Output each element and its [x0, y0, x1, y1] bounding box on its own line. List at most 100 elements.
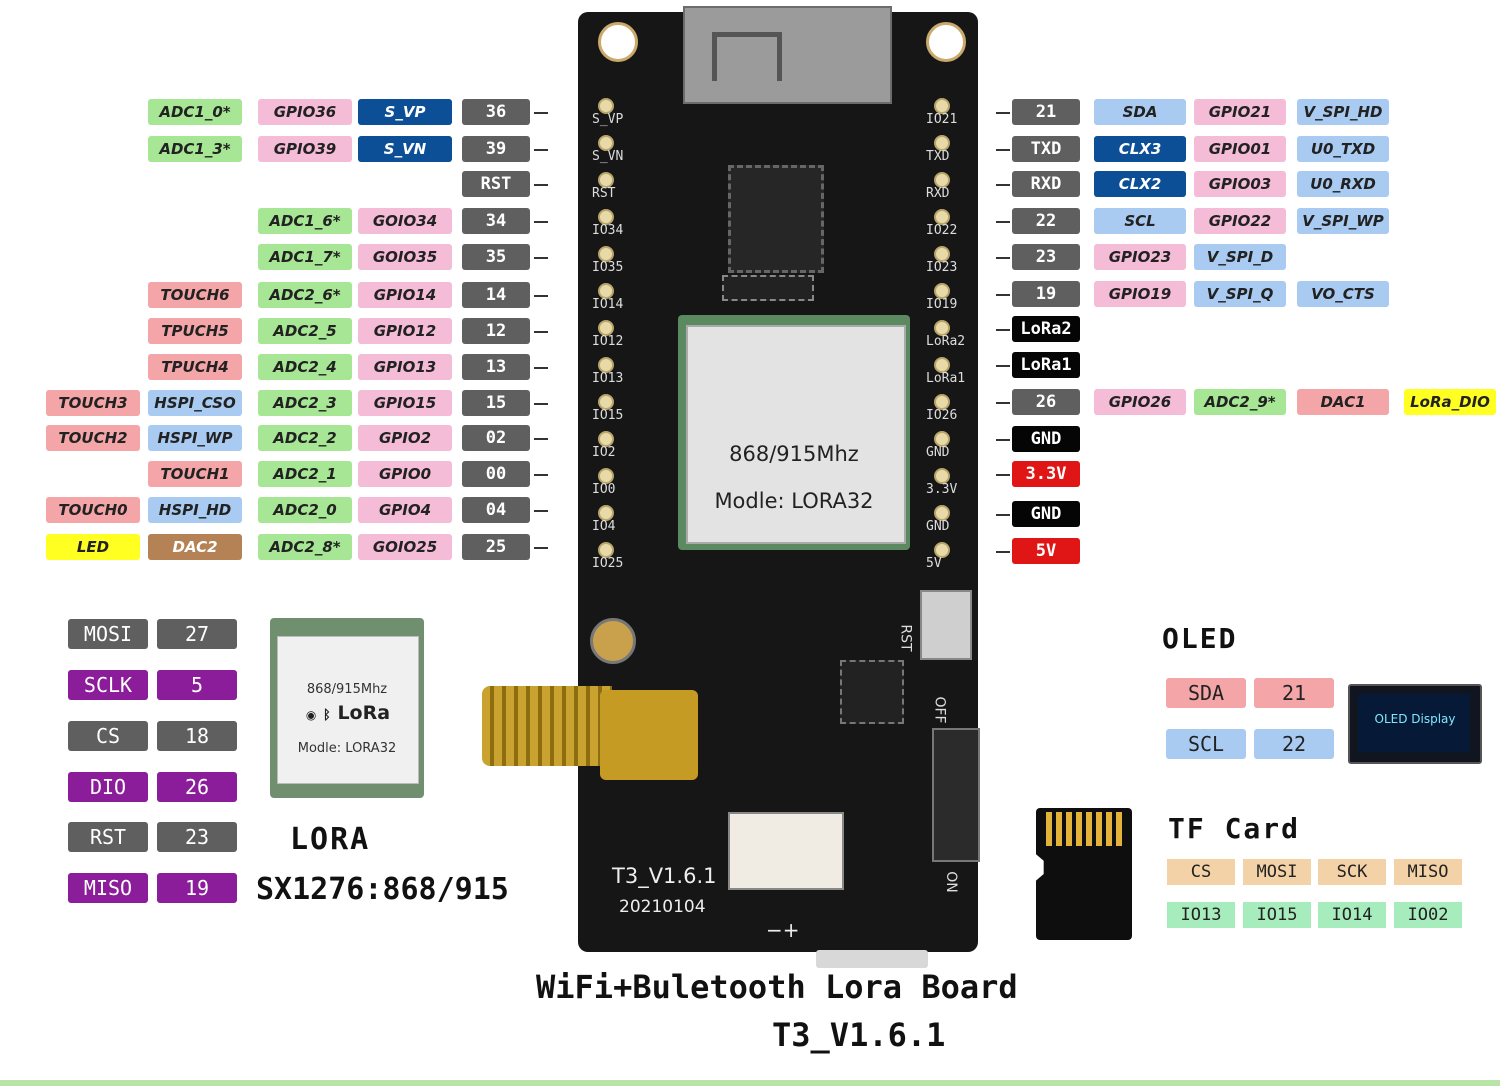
pin-function-adc1-3: ADC1_3*	[148, 136, 242, 162]
bluetooth-icon: ᛒ	[323, 708, 331, 723]
header-pad	[934, 394, 950, 410]
pin-function-goio34: GOIO34	[358, 208, 452, 234]
header-pad	[934, 209, 950, 225]
header-pad	[934, 357, 950, 373]
pin-function-clx2: CLX2	[1094, 171, 1186, 197]
left-pin-34: 34	[462, 208, 530, 234]
right-pin-26: 26	[1012, 389, 1080, 415]
pin-function-led: LED	[46, 534, 140, 560]
board-pin-label: S_VN	[592, 149, 624, 164]
pin-lead	[534, 547, 548, 549]
pin-function-adc2-9: ADC2_9*	[1194, 389, 1286, 415]
tf-gpio-io14: IO14	[1318, 902, 1386, 928]
pin-lead	[996, 149, 1010, 151]
pin-function-gpio36: GPIO36	[258, 99, 352, 125]
pin-function-adc2-6: ADC2_6*	[258, 282, 352, 308]
pin-lead	[534, 295, 548, 297]
pin-lead	[534, 474, 548, 476]
sma-antenna-connector	[482, 686, 612, 766]
pin-function-scl: SCL	[1094, 208, 1186, 234]
board-rst-label: RST	[897, 624, 914, 652]
header-pad	[934, 431, 950, 447]
pin-function-touch1: TOUCH1	[148, 461, 242, 487]
right-pin-lora2: LoRa2	[1012, 316, 1080, 342]
lora-gpio-cs: 18	[157, 721, 237, 751]
pin-function-u0-txd: U0_TXD	[1297, 136, 1389, 162]
board-pin-label: IO35	[592, 260, 624, 275]
pin-lead	[996, 365, 1010, 367]
board-pin-label: IO12	[592, 334, 624, 349]
tf-gpio-io02: IO02	[1394, 902, 1462, 928]
flash-chip	[722, 275, 814, 301]
left-pin-12: 12	[462, 318, 530, 344]
pin-function-hspi-hd: HSPI_HD	[148, 497, 242, 523]
wifi-icon: ◉	[305, 708, 317, 722]
pin-lead	[534, 438, 548, 440]
board-pin-label: IO13	[592, 371, 624, 386]
pin-lead	[534, 149, 548, 151]
pin-lead	[996, 551, 1010, 553]
pin-function-gpio15: GPIO15	[358, 390, 452, 416]
lora-signal-sclk: SCLK	[68, 670, 148, 700]
pin-function-touch3: TOUCH3	[46, 390, 140, 416]
pin-lead	[534, 221, 548, 223]
pin-function-gpio13: GPIO13	[358, 354, 452, 380]
left-pin-04: 04	[462, 497, 530, 523]
board-pin-label: IO22	[926, 223, 958, 238]
tf-signal-mosi: MOSI	[1243, 859, 1311, 885]
lora-chip-shield	[277, 636, 419, 784]
pin-function-sda: SDA	[1094, 99, 1186, 125]
mounting-hole-top-left	[598, 22, 638, 62]
lora-module-shield	[686, 325, 906, 544]
oled-title: OLED	[1162, 622, 1238, 655]
module-model-text: Modle: LORA32	[714, 489, 874, 513]
lora-gpio-mosi: 27	[157, 619, 237, 649]
board-pin-label: LoRa2	[926, 334, 966, 349]
right-pin-gnd: GND	[1012, 501, 1080, 527]
header-pad	[934, 542, 950, 558]
header-pad	[598, 98, 614, 114]
right-pin-21: 21	[1012, 99, 1080, 125]
pin-function-tpuch5: TPUCH5	[148, 318, 242, 344]
pin-function-v-spi-hd: V_SPI_HD	[1297, 99, 1389, 125]
left-pin-13: 13	[462, 354, 530, 380]
board-off-label: OFF	[931, 696, 948, 724]
right-pin-5v: 5V	[1012, 538, 1080, 564]
pin-function-adc2-3: ADC2_3	[258, 390, 352, 416]
pin-function-goio35: GOIO35	[358, 244, 452, 270]
pin-function-gpio03: GPIO03	[1194, 171, 1286, 197]
pin-function-gpio26: GPIO26	[1094, 389, 1186, 415]
footer-title: WiFi+Buletooth Lora Board	[536, 968, 1018, 1006]
oled-display-label: OLED Display	[1374, 712, 1456, 726]
left-pin-35: 35	[462, 244, 530, 270]
pin-function-tpuch4: TPUCH4	[148, 354, 242, 380]
lora-signal-rst: RST	[68, 822, 148, 852]
oled-signal-sda: SDA	[1166, 678, 1246, 708]
pin-lead	[996, 257, 1010, 259]
pin-function-v-spi-q: V_SPI_Q	[1194, 281, 1286, 307]
pin-function-s-vn: S_VN	[358, 136, 452, 162]
pin-function-adc1-0: ADC1_0*	[148, 99, 242, 125]
pin-function-adc1-6: ADC1_6*	[258, 208, 352, 234]
pin-function-touch0: TOUCH0	[46, 497, 140, 523]
rst-button	[920, 590, 972, 660]
right-pin-23: 23	[1012, 244, 1080, 270]
pin-lead	[996, 439, 1010, 441]
left-pin-15: 15	[462, 390, 530, 416]
lora-signal-cs: CS	[68, 721, 148, 751]
pin-function-adc2-2: ADC2_2	[258, 425, 352, 451]
right-pin-gnd: GND	[1012, 426, 1080, 452]
esp32-chip	[728, 165, 824, 273]
left-pin-39: 39	[462, 136, 530, 162]
pin-function-clx3: CLX3	[1094, 136, 1186, 162]
pin-function-goio25: GOIO25	[358, 534, 452, 560]
pin-function-gpio0: GPIO0	[358, 461, 452, 487]
lora-chip-model: Modle: LORA32	[297, 741, 397, 756]
tf-gpio-io13: IO13	[1167, 902, 1235, 928]
pin-function-lora-dio: LoRa_DIO	[1404, 389, 1496, 415]
pin-function-adc2-4: ADC2_4	[258, 354, 352, 380]
header-pad	[598, 283, 614, 299]
header-pad	[598, 357, 614, 373]
left-pin-rst: RST	[462, 171, 530, 197]
ipex-connector	[590, 618, 636, 664]
